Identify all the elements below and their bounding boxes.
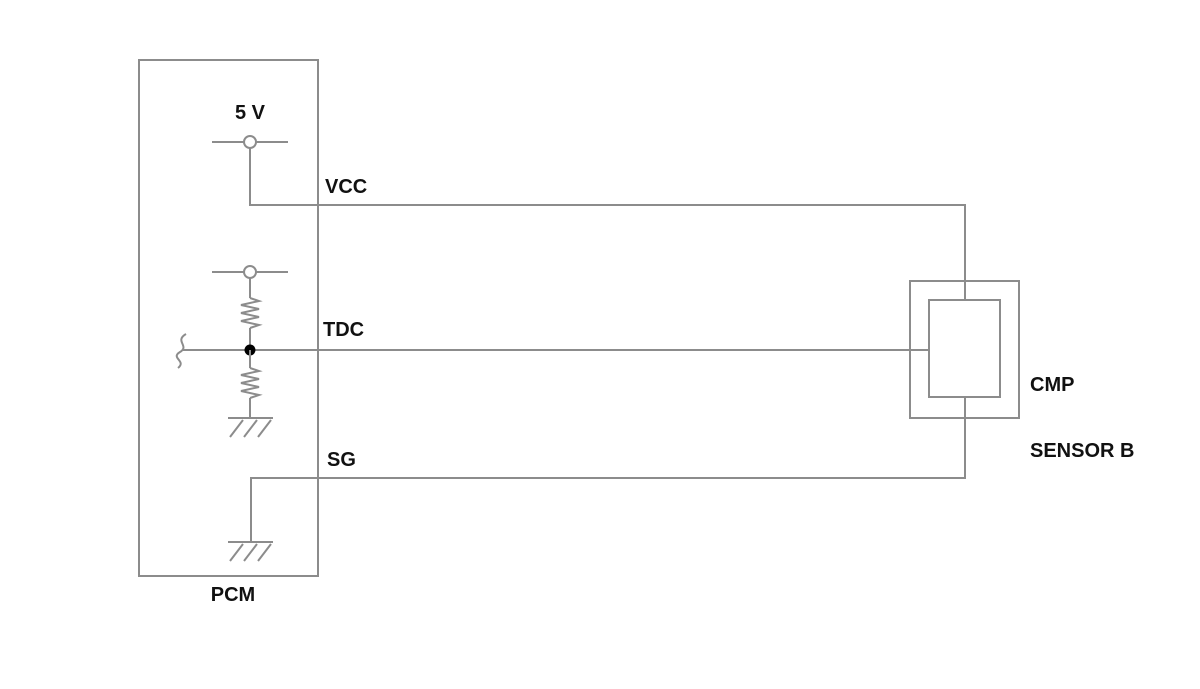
pullup-terminal-icon xyxy=(212,265,288,279)
tdc-label: TDC xyxy=(323,319,365,341)
pulldown-resistor-icon xyxy=(240,367,263,399)
pcm-label: PCM xyxy=(210,584,256,606)
ground-icon xyxy=(228,417,273,438)
pcm-box xyxy=(138,59,319,577)
sg-wire xyxy=(250,397,966,542)
sg-label: SG xyxy=(327,449,356,471)
cmp-sensor-label-line1: CMP xyxy=(1030,374,1075,396)
cmp-sensor-label-line2: SENSOR B xyxy=(1030,440,1135,462)
cmp-sensor-label: CMP SENSOR B xyxy=(1030,330,1134,506)
cmp-sensor-inner-box xyxy=(928,299,1001,398)
vcc-wire xyxy=(249,148,966,300)
five-volt-terminal-icon xyxy=(212,135,288,149)
wire-break-icon xyxy=(175,333,187,369)
sg-ground-icon xyxy=(228,541,273,562)
pullup-resistor-icon xyxy=(240,297,263,329)
supply-voltage-label: 5 V xyxy=(234,102,266,124)
vcc-label: VCC xyxy=(325,176,368,198)
